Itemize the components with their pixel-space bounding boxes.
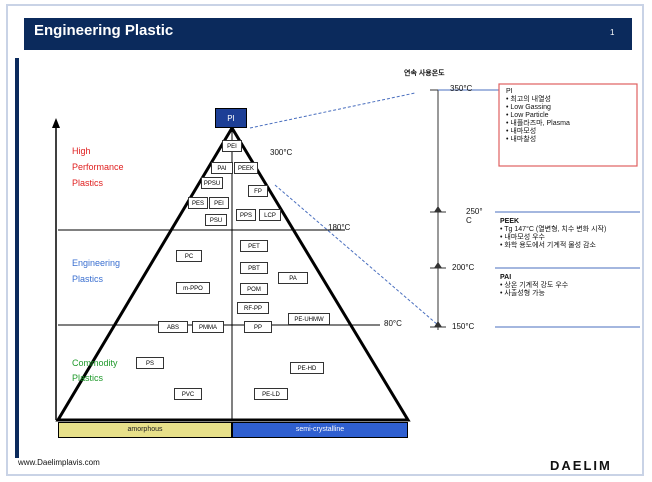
note-item: • Low Gassing bbox=[506, 104, 551, 111]
note-item: • 사출성형 가능 bbox=[500, 290, 545, 297]
material-fp: FP bbox=[248, 185, 268, 197]
material-pp: PP bbox=[244, 321, 272, 333]
temp-300: 300°C bbox=[270, 148, 293, 157]
material-pa: PA bbox=[278, 272, 308, 284]
note-item-text: 최고의 내열성 bbox=[510, 96, 551, 103]
note-item-text: 화학 용도에서 기계적 물성 감소 bbox=[504, 242, 596, 249]
arrow-head-icon bbox=[52, 118, 60, 128]
material-pps: PPS bbox=[236, 209, 256, 221]
material-pmma: PMMA bbox=[192, 321, 224, 333]
label-high-performance: High Performance Plastics bbox=[72, 146, 124, 189]
material-pes: PES bbox=[188, 197, 208, 209]
scale-arrow-icon bbox=[434, 206, 442, 212]
slide-frame bbox=[6, 4, 644, 476]
material-peek: PEEK bbox=[234, 162, 258, 174]
footer-url[interactable]: www.Daelimplavis.com bbox=[18, 458, 100, 467]
note-item: • 내마모성 bbox=[506, 128, 537, 135]
note-item: • 최고의 내열성 bbox=[506, 96, 551, 103]
peek-note: PEEK • Tg 147°C (열변형, 치수 변화 시작) • 내마모성 우… bbox=[500, 218, 640, 250]
note-item-text: Low Particle bbox=[510, 112, 549, 119]
material-lcp: LCP bbox=[259, 209, 281, 221]
material-pom: POM bbox=[240, 283, 268, 295]
pi-note-box bbox=[498, 83, 638, 167]
scale-label-150: 150°C bbox=[452, 322, 475, 331]
scale-arrow-icon bbox=[434, 321, 442, 327]
note-head: PI bbox=[506, 88, 513, 95]
label-line: Engineering bbox=[72, 258, 121, 268]
label-line: Plastics bbox=[72, 373, 104, 383]
note-item: • 내마찰성 bbox=[506, 136, 537, 143]
scale-label-350: 350°C bbox=[450, 84, 473, 93]
left-accent-bar bbox=[15, 58, 19, 458]
band-amorphous: amorphous bbox=[58, 422, 232, 438]
material-pe-uhmw: PE-UHMW bbox=[288, 313, 330, 325]
title-bar bbox=[24, 18, 632, 50]
label-line: Plastics bbox=[72, 274, 104, 284]
temp-180: 180°C bbox=[328, 223, 351, 232]
material-pei: PEI bbox=[209, 197, 229, 209]
note-item: • 화학 용도에서 기계적 물성 감소 bbox=[500, 242, 596, 249]
note-item: • 내플라즈마, Plasma bbox=[506, 120, 570, 127]
material-ps: PS bbox=[136, 357, 164, 369]
note-item: • Low Particle bbox=[506, 112, 549, 119]
temp-80: 80°C bbox=[384, 319, 402, 328]
pyramid-outline bbox=[55, 125, 411, 422]
material-pet: PET bbox=[240, 240, 268, 252]
note-head: PAI bbox=[500, 274, 512, 281]
note-item-text: Tg 147°C (열변형, 치수 변화 시작) bbox=[504, 226, 607, 233]
note-item-text: 사출성형 가능 bbox=[504, 290, 545, 297]
material-pe-hd: PE-HD bbox=[290, 362, 324, 374]
note-item-text: 내플라즈마, Plasma bbox=[510, 120, 570, 127]
material-pai: PAI bbox=[211, 162, 233, 174]
scale-label-200: 200°C bbox=[452, 263, 475, 272]
pi-note: PI • 최고의 내열성 • Low Gassing • Low Particl… bbox=[506, 88, 634, 144]
note-item: • 상온 기계적 강도 우수 bbox=[500, 282, 569, 289]
label-engineering: Engineering Plastics bbox=[72, 258, 120, 285]
pai-note: PAI • 상온 기계적 강도 우수 • 사출성형 가능 bbox=[500, 274, 640, 298]
note-item-text: Low Gassing bbox=[510, 104, 551, 111]
label-line: Commodity bbox=[72, 358, 118, 368]
note-item-text: 내마모성 bbox=[510, 128, 537, 135]
label-commodity: Commodity Plastics bbox=[72, 358, 118, 384]
label-line: Plastics bbox=[72, 178, 104, 188]
material-psu: PSU bbox=[205, 214, 227, 226]
brand-logo: DAELIM bbox=[550, 458, 612, 473]
material-rfpp: RF-PP bbox=[237, 302, 269, 314]
label-line: High bbox=[72, 146, 91, 156]
material-pe-ld: PE-LD bbox=[254, 388, 288, 400]
label-line: Performance bbox=[72, 162, 124, 172]
connector-pi bbox=[249, 92, 416, 129]
scale-label-250: 250° C bbox=[466, 207, 483, 225]
material-pc: PC bbox=[176, 250, 202, 262]
material-ppsu: PPSU bbox=[201, 177, 223, 189]
apex-pi-box: PI bbox=[215, 108, 247, 128]
note-item-text: 내마찰성 bbox=[510, 136, 537, 143]
material-mppo: m-PPO bbox=[176, 282, 210, 294]
note-item: • Tg 147°C (열변형, 치수 변화 시작) bbox=[500, 226, 607, 233]
material-abs: ABS bbox=[158, 321, 188, 333]
axis-title: 연속 사용온도 bbox=[404, 70, 445, 77]
page-number: 1 bbox=[610, 28, 615, 37]
note-item-text: 내마모성 우수 bbox=[504, 234, 545, 241]
note-item: • 내마모성 우수 bbox=[500, 234, 545, 241]
slide-title: Engineering Plastic bbox=[34, 22, 174, 39]
connector-peek bbox=[274, 184, 439, 326]
band-semi-crystalline: semi-crystalline bbox=[232, 422, 408, 438]
scale-arrow-icon bbox=[434, 262, 442, 268]
material-pei: PEI bbox=[222, 140, 242, 152]
material-pvc: PVC bbox=[174, 388, 202, 400]
material-pbt: PBT bbox=[240, 262, 268, 274]
note-item-text: 상온 기계적 강도 우수 bbox=[504, 282, 569, 289]
note-head: PEEK bbox=[500, 218, 520, 225]
